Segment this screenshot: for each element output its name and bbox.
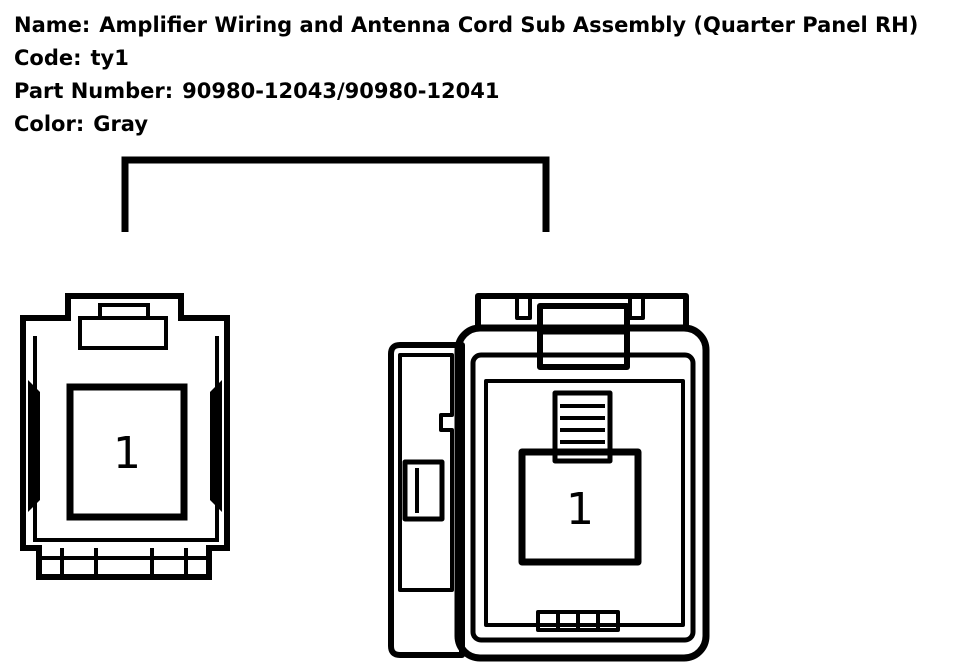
left-connector	[20, 293, 230, 580]
color-value: Gray	[93, 112, 149, 136]
left-side-rib-l	[28, 380, 40, 512]
code-row: Code: ty1	[14, 42, 918, 75]
part-number-row: Part Number: 90980-12043/90980-12041	[14, 75, 918, 108]
code-label: Code:	[14, 46, 82, 70]
part-number-value: 90980-12043/90980-12041	[182, 79, 500, 103]
right-side-panel-inner	[398, 353, 454, 592]
right-connector-housing	[454, 324, 710, 662]
connection-bracket	[121, 156, 550, 232]
left-latch	[78, 316, 168, 350]
left-pin-number: 1	[113, 428, 141, 479]
right-lock-tab	[552, 390, 613, 464]
connector-info: Name: Amplifier Wiring and Antenna Cord S…	[14, 9, 918, 141]
code-value: ty1	[90, 46, 129, 70]
name-label: Name:	[14, 13, 91, 37]
name-value: Amplifier Wiring and Antenna Cord Sub As…	[99, 13, 919, 37]
color-row: Color: Gray	[14, 108, 918, 141]
left-side-rib-r	[210, 380, 222, 512]
right-connector	[388, 293, 710, 662]
right-side-clip	[402, 459, 445, 522]
right-inner-panel	[484, 379, 685, 627]
right-side-panel	[388, 342, 465, 658]
left-terminal-cavity	[66, 383, 188, 521]
right-latch	[537, 303, 630, 370]
left-latch-tab	[98, 303, 150, 318]
right-top-flange	[475, 293, 689, 330]
left-connector-housing	[20, 293, 230, 580]
right-pin-number: 1	[566, 484, 594, 535]
name-row: Name: Amplifier Wiring and Antenna Cord S…	[14, 9, 918, 42]
part-number-label: Part Number:	[14, 79, 174, 103]
right-inner-frame	[470, 352, 696, 643]
right-terminal-cavity	[518, 448, 642, 566]
color-label: Color:	[14, 112, 85, 136]
